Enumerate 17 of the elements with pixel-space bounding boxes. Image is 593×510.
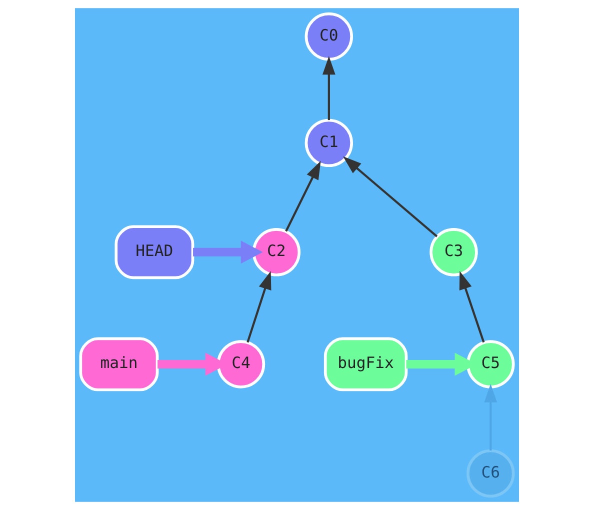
node-circle: C5 <box>466 340 514 388</box>
node-box: HEAD <box>114 225 194 280</box>
node-circle: C6 <box>466 449 514 498</box>
node-circle: C4 <box>216 340 265 388</box>
arrow <box>284 160 320 232</box>
arrow <box>484 384 497 450</box>
arrow <box>322 56 335 120</box>
node-circle: C2 <box>252 228 300 276</box>
arrow <box>342 156 438 238</box>
arrow <box>246 270 271 343</box>
node-box: main <box>78 337 158 392</box>
arrow <box>192 240 262 264</box>
node-circle: C1 <box>304 118 353 168</box>
node-box: bugFix <box>323 337 408 392</box>
arrow <box>458 270 484 343</box>
node-circle: C0 <box>304 12 353 61</box>
node-circle: C3 <box>429 228 478 276</box>
